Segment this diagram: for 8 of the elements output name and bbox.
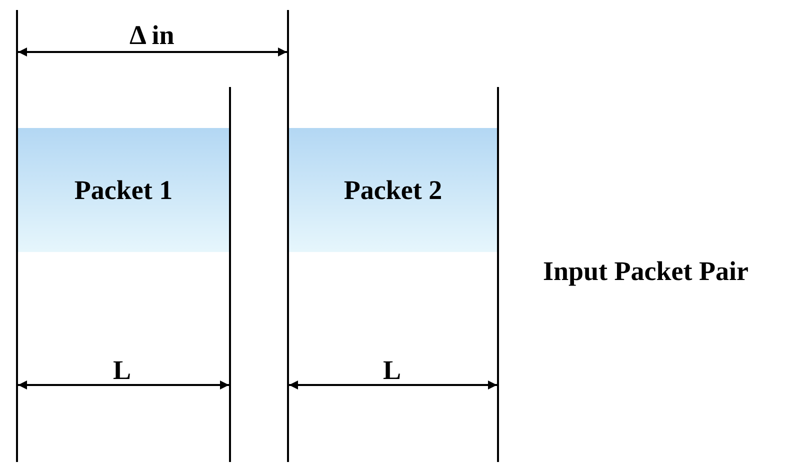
dimension-label: L <box>383 355 402 385</box>
packet-box <box>289 128 497 252</box>
packet-label: Packet 2 <box>344 174 442 206</box>
dimension-label: Δ in <box>130 20 174 50</box>
caption-text: Input Packet Pair <box>543 256 748 286</box>
packet-box <box>18 128 229 252</box>
dimension-label: L <box>113 355 132 385</box>
packet-label: Packet 1 <box>74 174 173 206</box>
